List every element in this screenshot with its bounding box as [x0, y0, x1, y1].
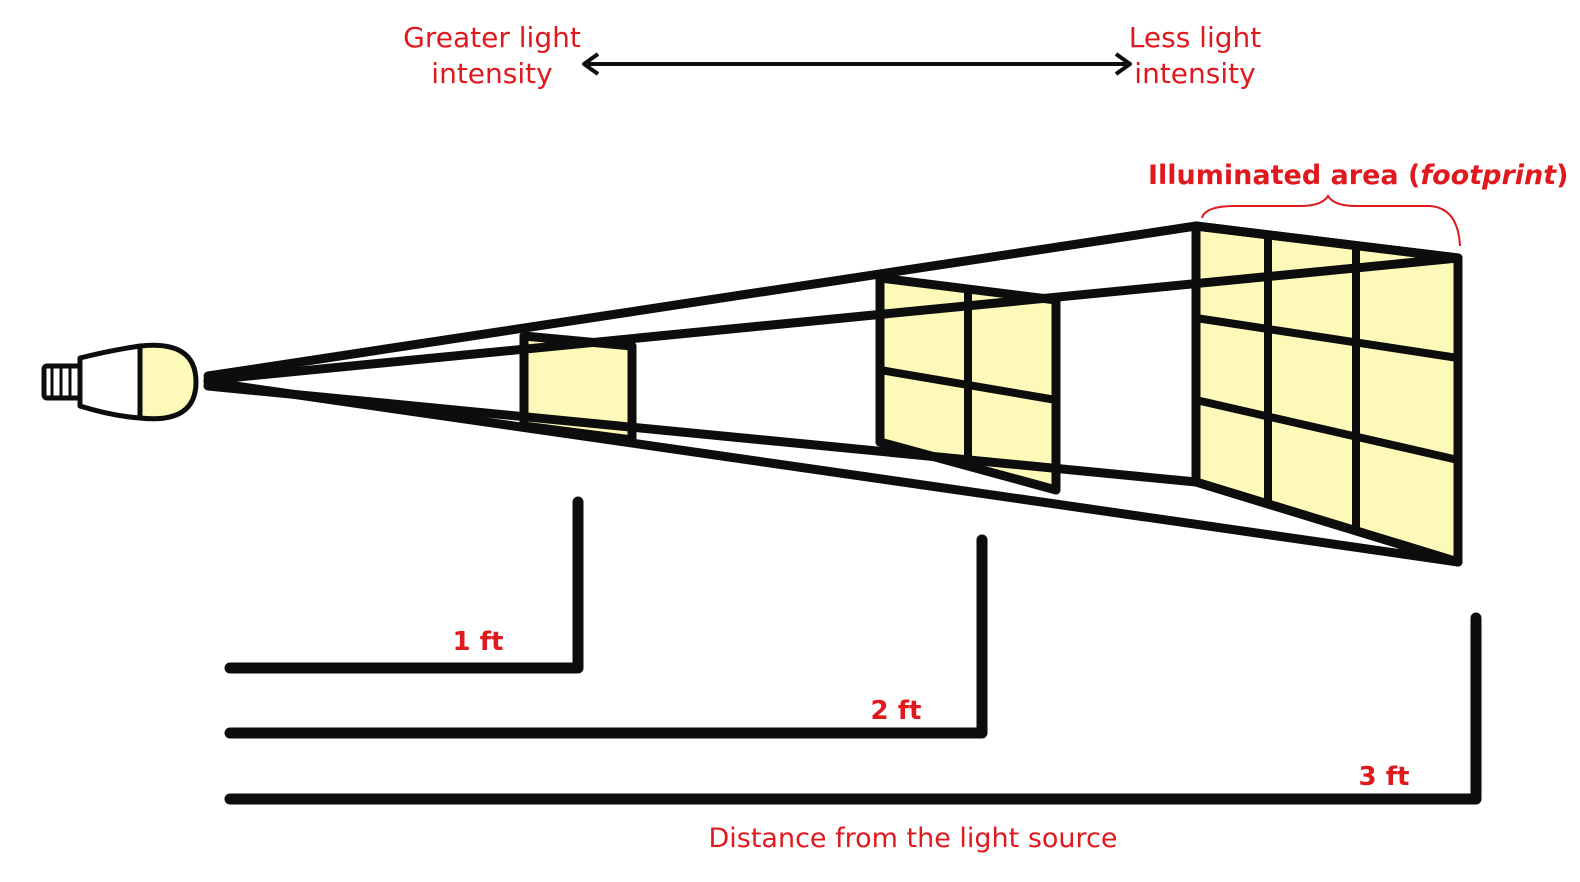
curly-brace-icon: [1201, 194, 1461, 247]
double-arrow-icon: [582, 52, 1132, 76]
greater-intensity-label-line2: intensity: [431, 57, 552, 90]
distance-label-3ft: 3 ft: [1359, 762, 1410, 792]
distance-label-2ft: 2 ft: [871, 696, 922, 726]
distance-axis-label: Distance from the light source: [708, 823, 1117, 854]
less-intensity-label-line1: Less light: [1129, 21, 1261, 54]
illuminated-area-label: Illuminated area (footprint): [1148, 160, 1569, 247]
light-bulb-icon: [41, 342, 199, 422]
light-cone: [203, 221, 1463, 567]
ruler-1ft: [224, 496, 584, 674]
svg-text:Illuminated area (footprint): Illuminated area (footprint): [1148, 160, 1569, 191]
greater-intensity-label-line1: Greater light: [403, 21, 581, 54]
illuminated-area-text: Illuminated area (: [1148, 160, 1420, 191]
distance-rulers: 1 ft 2 ft 3 ft Distance from the light s…: [224, 496, 1482, 854]
footprint-2ft: [875, 273, 1061, 495]
intensity-scale: Greater light intensity Less light inten…: [403, 21, 1261, 90]
distance-label-1ft: 1 ft: [453, 627, 504, 657]
footprint-text: footprint: [1420, 160, 1557, 191]
illuminated-area-close: ): [1556, 160, 1568, 191]
ruler-2ft: [224, 534, 988, 739]
less-intensity-label-line2: intensity: [1134, 57, 1255, 90]
ruler-3ft: [224, 612, 1482, 805]
